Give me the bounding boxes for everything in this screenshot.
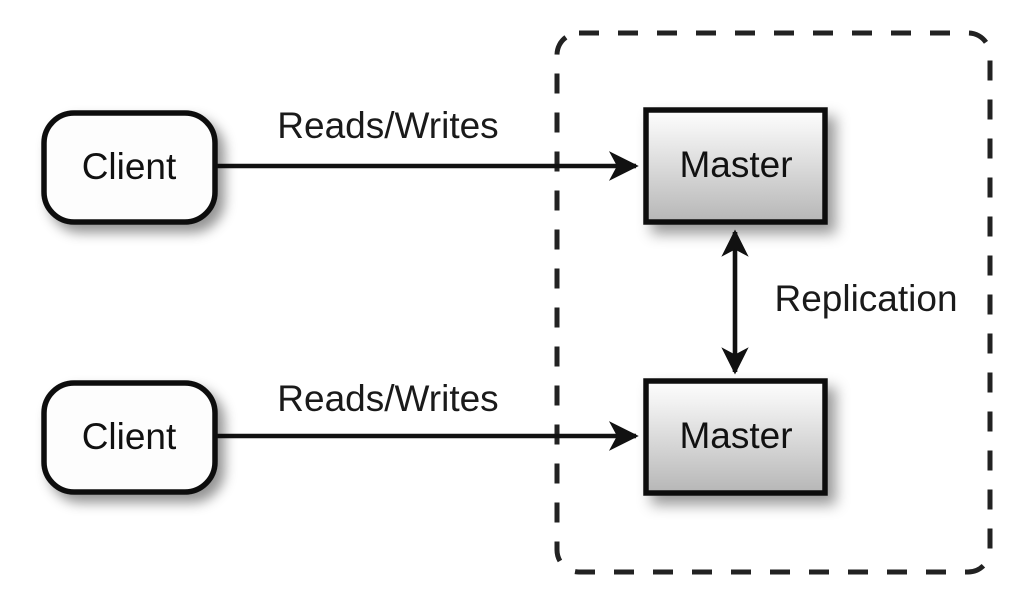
replication-cluster-boundary [554,30,993,575]
node-master-top[interactable]: Master [643,107,828,225]
node-client-top[interactable]: Client [41,110,218,225]
edge-label-reads-writes-top: Reads/Writes [277,105,498,146]
edge-label-replication: Replication [774,278,957,319]
node-client-bottom[interactable]: Client [41,380,218,495]
node-master-bottom-label: Master [679,415,792,456]
node-client-bottom-label: Client [82,416,177,457]
node-client-top-label: Client [82,146,177,187]
node-master-top-label: Master [679,144,792,185]
edge-label-reads-writes-bottom: Reads/Writes [277,378,498,419]
node-master-bottom[interactable]: Master [643,378,828,496]
